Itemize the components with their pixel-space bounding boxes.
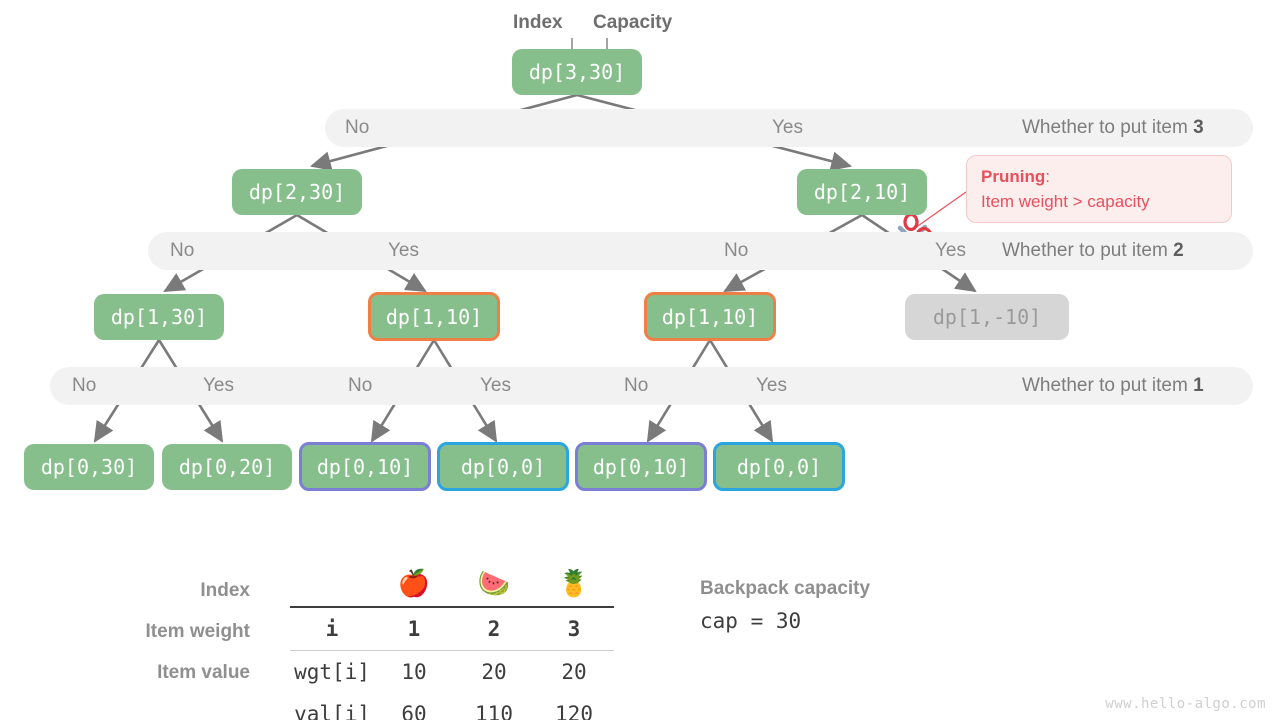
- tree-leaf-dp-0-30[interactable]: dp[0,30]: [24, 444, 154, 490]
- decision-label-no: No: [170, 240, 195, 261]
- item-table: 🍎 🍉 🍍 i 1 2 3 wgt[i] 10 20 20 val[i] 60 …: [290, 560, 614, 720]
- table-cell-key-val: val[i]: [290, 693, 374, 720]
- decision-bar-item-2: [148, 232, 1253, 270]
- table-cell-weight-1: 10: [401, 660, 427, 684]
- decision-bar-item-3: [325, 109, 1253, 147]
- decision-label-yes: Yes: [772, 117, 803, 138]
- decision-question-2: Whether to put item 2: [1002, 232, 1184, 270]
- watermelon-icon: 🍉: [477, 569, 511, 599]
- decision-label-no: No: [72, 375, 97, 396]
- table-row-label-item-value: Item value: [157, 662, 250, 683]
- decision-question-item: 2: [1173, 240, 1184, 261]
- tree-node-dp-1-10-a[interactable]: dp[1,10]: [368, 292, 500, 341]
- capacity-title: Backpack capacity: [700, 578, 871, 599]
- decision-question-item: 1: [1193, 375, 1204, 396]
- table-cell-index-2: 2: [454, 606, 534, 651]
- table-cell-weight-3: 20: [561, 660, 587, 684]
- table-cell-key-wgt: wgt[i]: [294, 660, 370, 684]
- tree-leaf-dp-0-10-b[interactable]: dp[0,10]: [575, 442, 707, 491]
- table-row-label-item-weight: Item weight: [145, 621, 250, 642]
- emoji-cell-blank: [290, 560, 374, 607]
- capacity-block: Backpack capacity cap = 30: [700, 578, 870, 633]
- tree-node-dp-1-neg10-pruned[interactable]: dp[1,-10]: [905, 294, 1069, 340]
- decision-label-no: No: [348, 375, 373, 396]
- pruning-title: Pruning: [981, 167, 1046, 186]
- table-row-label-index: Index: [200, 580, 250, 601]
- decision-label-yes: Yes: [203, 375, 234, 396]
- tree-leaf-dp-0-0-a[interactable]: dp[0,0]: [437, 442, 569, 491]
- tree-node-dp-2-10[interactable]: dp[2,10]: [797, 169, 927, 215]
- pineapple-icon: 🍍: [557, 569, 591, 599]
- table-row-index: i 1 2 3: [290, 606, 614, 651]
- pruning-callout: Pruning: Item weight > capacity: [966, 155, 1232, 223]
- tree-leaf-dp-0-10-a[interactable]: dp[0,10]: [299, 442, 431, 491]
- tree-node-dp-2-30[interactable]: dp[2,30]: [232, 169, 362, 215]
- decision-question-item: 3: [1193, 117, 1204, 138]
- decision-label-yes: Yes: [935, 240, 966, 261]
- apple-icon: 🍎: [397, 569, 431, 599]
- decision-question-text: Whether to put item: [1002, 240, 1174, 261]
- table-emoji-row: 🍎 🍉 🍍: [290, 560, 614, 607]
- table-cell-value-2: 110: [454, 693, 534, 720]
- decision-question-1: Whether to put item 1: [1022, 367, 1204, 405]
- decision-question-3: Whether to put item 3: [1022, 109, 1204, 147]
- tree-node-dp-1-30[interactable]: dp[1,30]: [94, 294, 224, 340]
- decision-bar-item-1: [50, 367, 1253, 405]
- pruning-reason: Item weight > capacity: [981, 192, 1150, 211]
- annotation-index-label: Index: [513, 12, 563, 33]
- watermark: www.hello-algo.com: [1105, 696, 1266, 712]
- table-cell-value-3: 120: [534, 693, 614, 720]
- decision-label-yes: Yes: [480, 375, 511, 396]
- decision-label-no: No: [724, 240, 749, 261]
- tree-node-dp-3-30[interactable]: dp[3,30]: [512, 49, 642, 95]
- table-cell-weight-2: 20: [481, 660, 507, 684]
- tree-node-dp-1-10-b[interactable]: dp[1,10]: [644, 292, 776, 341]
- tree-leaf-dp-0-20[interactable]: dp[0,20]: [162, 444, 292, 490]
- decision-question-text: Whether to put item: [1022, 117, 1194, 138]
- decision-question-text: Whether to put item: [1022, 375, 1194, 396]
- table-row-weight: wgt[i] 10 20 20: [290, 651, 614, 694]
- pruning-title-line: Pruning:: [981, 164, 1217, 189]
- table-cell-key-i: i: [290, 606, 374, 651]
- table-row-value: val[i] 60 110 120: [290, 693, 614, 720]
- table-cell-index-1: 1: [374, 606, 454, 651]
- decision-label-no: No: [624, 375, 649, 396]
- decision-label-yes: Yes: [756, 375, 787, 396]
- annotation-capacity-label: Capacity: [593, 12, 673, 33]
- table-cell-index-3: 3: [534, 606, 614, 651]
- table-cell-value-1: 60: [374, 693, 454, 720]
- decision-label-yes: Yes: [388, 240, 419, 261]
- decision-label-no: No: [345, 117, 370, 138]
- pruning-colon: :: [1045, 167, 1050, 186]
- capacity-value: cap = 30: [700, 609, 802, 633]
- tree-leaf-dp-0-0-b[interactable]: dp[0,0]: [713, 442, 845, 491]
